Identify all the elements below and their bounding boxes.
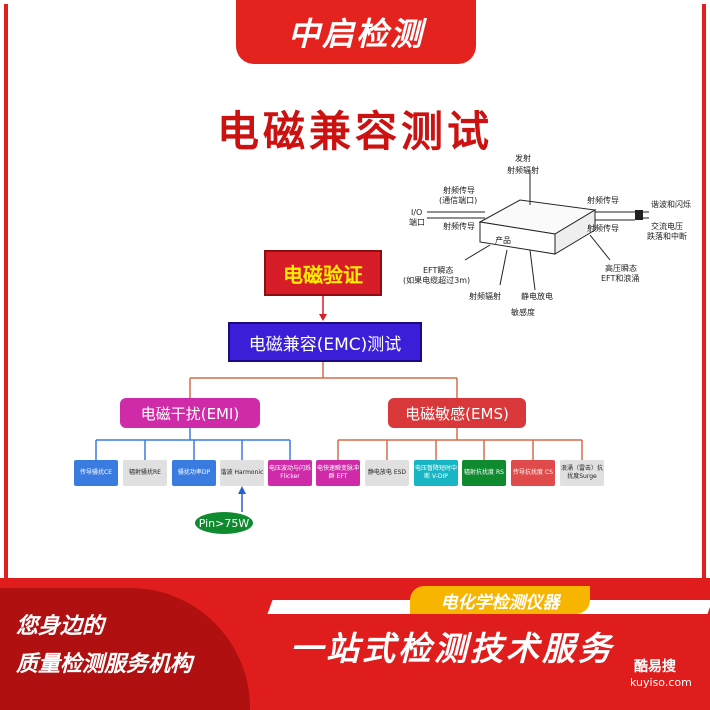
- label-rf-conduction-comm: 射频传导: [443, 186, 475, 195]
- label-rf-conduction-right: 射频传导: [587, 224, 619, 233]
- slogan-line-1: 您身边的: [16, 614, 105, 639]
- ems-item-4: 传导抗扰度 CS: [511, 460, 555, 486]
- brand-badge: 中启检测: [236, 0, 476, 64]
- label-product: 产品: [495, 236, 511, 245]
- node-emc-verification: 电磁验证: [264, 250, 382, 296]
- label-io-port-1: I/O: [411, 208, 423, 217]
- emi-item-0: 传导骚扰CE: [74, 460, 118, 486]
- label-eft-2: (如果电缆超过3m): [403, 276, 471, 285]
- label-ac-voltage-2: 跌落和中断: [647, 232, 687, 241]
- label-rf-conduction-right-top: 射频传导: [587, 196, 619, 205]
- emi-item-4: 电压波动与闪烁Flicker: [268, 460, 312, 486]
- label-immunity: 敏感度: [511, 308, 535, 317]
- label-eft-1: EFT瞬态: [423, 266, 454, 275]
- label-rf-radiation-top: 射频辐射: [507, 166, 539, 175]
- label-hv-transient-1: 高压瞬态: [605, 264, 637, 273]
- product-diagram: 发射 射频辐射 射频传导 (通信端口) I/O 端口 射频传导 产品 EFT瞬态…: [395, 150, 695, 320]
- label-comm-port: (通信端口): [439, 196, 478, 205]
- label-ac-voltage-1: 交流电压: [651, 222, 683, 231]
- label-hv-transient-2: EFT和浪涌: [601, 274, 640, 283]
- label-rf-conduction-left: 射频传导: [443, 222, 475, 231]
- ems-item-1: 静电放电 ESD: [365, 460, 409, 486]
- service-slogan: 一站式检测技术服务: [290, 629, 614, 668]
- ems-item-0: 电快速瞬变脉冲群 EFT: [316, 460, 360, 486]
- emi-item-3: 谐波 Harmonic: [220, 460, 264, 486]
- slogan-line-2: 质量检测服务机构: [16, 652, 193, 677]
- pin-condition: Pin>75W: [195, 512, 253, 534]
- emi-item-2: 骚扰功率DP: [172, 460, 216, 486]
- node-emc-test: 电磁兼容(EMC)测试: [228, 322, 422, 362]
- label-io-port-2: 端口: [409, 218, 425, 227]
- ems-item-3: 辐射抗扰度 RS: [462, 460, 506, 486]
- category-tag: 电化学检测仪器: [410, 586, 590, 614]
- label-harmonics-flicker: 谐波和闪烁: [651, 200, 691, 209]
- label-esd: 静电放电: [521, 292, 553, 301]
- label-emission: 发射: [515, 154, 531, 163]
- ems-item-2: 电压暂降短时中断 V-DIP: [414, 460, 458, 486]
- watermark-url: kuyiso.com: [630, 676, 692, 689]
- watermark-name: 酷易搜: [634, 659, 676, 675]
- product-diagram-graphic: [427, 170, 649, 291]
- ems-item-5: 浪涌（雷击）抗扰度Surge: [560, 460, 604, 486]
- node-emi: 电磁干扰(EMI): [120, 398, 260, 428]
- page-title: 电磁兼容测试: [216, 107, 493, 156]
- label-rf-radiation-bottom: 射频辐射: [469, 292, 501, 301]
- node-ems: 电磁敏感(EMS): [388, 398, 526, 428]
- emi-item-1: 辐射骚扰RE: [123, 460, 167, 486]
